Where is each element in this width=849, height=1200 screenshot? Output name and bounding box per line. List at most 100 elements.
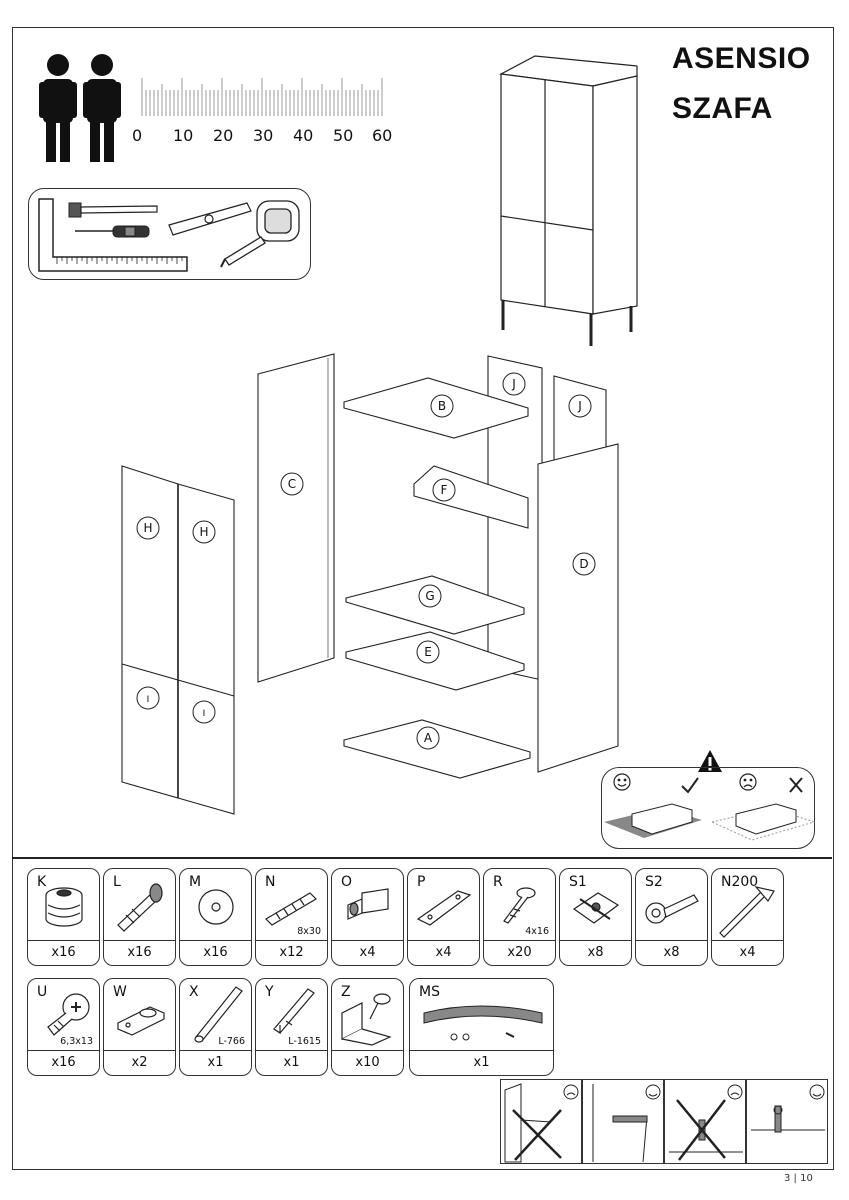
hardware-code: X: [189, 984, 199, 1000]
carpenter-square-icon: [38, 198, 188, 272]
hardware-code: MS: [419, 984, 440, 1000]
panel-label-d: D: [579, 557, 588, 571]
hardware-code: U: [37, 984, 48, 1000]
check-icon: [681, 777, 699, 794]
safety-strap-icon: [423, 1005, 543, 1041]
panel-label-b: B: [438, 399, 446, 413]
shelf-support-icon: [347, 888, 389, 920]
hardware-quantity: x4: [359, 945, 376, 960]
hardware-item-k: K x16: [27, 868, 100, 966]
time-scale-label: 10: [173, 126, 194, 145]
panel-a: [343, 719, 531, 779]
section-divider: [12, 857, 832, 859]
panel-label-f: F: [441, 483, 448, 497]
hardware-item-o: O x4: [331, 868, 404, 966]
hardware-item-s1: S1 x8: [559, 868, 632, 966]
hardware-item-w: W x2: [103, 978, 176, 1076]
door-left: [121, 465, 179, 799]
carpet-surface-icon: [604, 803, 702, 838]
assembly-tips: [500, 1079, 828, 1164]
product-type: SZAFA: [672, 92, 773, 125]
hardware-code: O: [341, 874, 353, 890]
hardware-item-y: Y L-1615 x1: [255, 978, 328, 1076]
hardware-quantity: x2: [131, 1055, 148, 1070]
hardware-item-ms: MS x1: [409, 978, 554, 1076]
happy-face-icon: [613, 773, 631, 791]
assembled-wardrobe-illustration: [499, 55, 638, 346]
hinge-icon: [645, 894, 699, 924]
hardware-code: S2: [645, 874, 663, 890]
hardware-item-n200: N200 x4: [711, 868, 784, 966]
hardware-item-l: L x16: [103, 868, 176, 966]
hardware-code: M: [189, 874, 202, 890]
time-scale-ticks: [141, 78, 383, 116]
panel-label-i: I: [147, 695, 150, 705]
hardware-quantity: x12: [279, 945, 304, 960]
surface-warning-box: [601, 767, 816, 849]
panel-c: [257, 353, 335, 683]
hardware-item-m: M x16: [179, 868, 252, 966]
two-persons-icon: [39, 54, 121, 162]
spirit-level-icon: [168, 202, 252, 236]
panel-label-j: J: [511, 377, 516, 391]
hardware-quantity: x4: [739, 945, 756, 960]
hardware-code: S1: [569, 874, 587, 890]
panel-label-g: G: [425, 589, 434, 603]
rail-holder-icon: [117, 1006, 165, 1036]
hardware-item-n: N 8x30 x12: [255, 868, 328, 966]
hardware-item-u: U 6,3x13 x16: [27, 978, 100, 1076]
page-number: 3 | 10: [784, 1173, 813, 1184]
hardware-dimension: L-766: [218, 1036, 245, 1047]
wall-plug-icon: [265, 892, 317, 926]
hanging-rail-icon: [194, 986, 243, 1043]
hammer-icon: [68, 202, 158, 218]
profile-strip-icon: [273, 988, 315, 1035]
hardware-item-p: P x4: [407, 868, 480, 966]
panel-label-j: J: [577, 399, 582, 413]
tip-wrong-1: [500, 1079, 582, 1164]
hardware-quantity: x16: [51, 945, 76, 960]
bare-floor-icon: [710, 803, 816, 841]
hardware-code: W: [113, 984, 127, 1000]
angle-bracket-icon: [341, 993, 392, 1046]
time-scale-label: 50: [333, 126, 354, 145]
hardware-dimension: 4x16: [525, 926, 549, 937]
hardware-item-x: X L-766 x1: [179, 978, 252, 1076]
panel-label-h: H: [199, 525, 208, 539]
warning-icon: [698, 750, 722, 772]
exploded-view: H H I I C B J J F D G E A: [121, 353, 619, 815]
hardware-item-z: Z x10: [331, 978, 404, 1076]
tip-right-2: [746, 1079, 828, 1164]
hardware-quantity: x8: [587, 945, 604, 960]
hardware-code: K: [37, 874, 47, 890]
panel-label-a: A: [424, 731, 433, 745]
hardware-quantity: x1: [207, 1055, 224, 1070]
tip-right-1: [582, 1079, 664, 1164]
product-name: ASENSIO: [672, 42, 811, 75]
bracket-icon: [416, 890, 472, 926]
hardware-code: P: [417, 874, 426, 890]
hardware-dimension: 8x30: [297, 926, 321, 937]
cross-screw-icon: [47, 993, 90, 1036]
hardware-quantity: x16: [51, 1055, 76, 1070]
furniture-leg-icon: [719, 886, 775, 938]
hardware-item-r: R 4x16 x20: [483, 868, 556, 966]
time-scale-label: 60: [372, 126, 393, 145]
hardware-quantity: x16: [203, 945, 228, 960]
time-scale-label: 40: [293, 126, 314, 145]
page-frame: [12, 27, 834, 1170]
sad-face-icon: [739, 773, 757, 791]
tip-wrong-2: [664, 1079, 746, 1164]
cross-icon: [789, 777, 803, 793]
panel-label-h: H: [143, 521, 152, 535]
time-scale-label: 0: [132, 126, 143, 145]
hardware-dimension: L-1615: [288, 1036, 321, 1047]
hardware-quantity: x4: [435, 945, 452, 960]
hardware-quantity: x8: [663, 945, 680, 960]
screw-icon: [503, 887, 536, 924]
panel-d: [537, 443, 619, 773]
panel-label-i: I: [203, 709, 206, 719]
hardware-code: Y: [265, 984, 274, 1000]
connector-bolt-icon: [117, 883, 163, 932]
hardware-quantity: x20: [507, 945, 532, 960]
